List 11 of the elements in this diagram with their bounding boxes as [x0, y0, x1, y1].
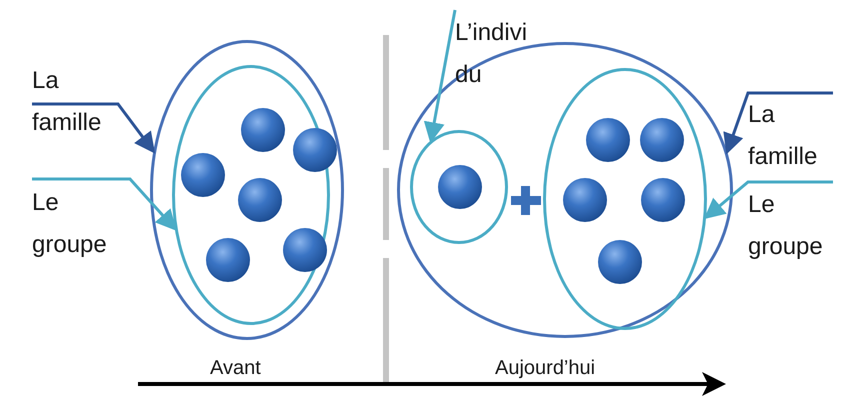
- callout-label: Le groupe: [32, 188, 108, 260]
- leader-arrow: [704, 180, 833, 220]
- callout-label: La famille: [748, 100, 818, 172]
- leader-arrow: [32, 102, 156, 154]
- leader-arrow: [424, 10, 456, 144]
- period-label: Avant: [210, 356, 261, 381]
- callout-label: La famille: [32, 66, 102, 138]
- period-label: Aujourd’hui: [495, 356, 596, 381]
- leader-arrow: [723, 92, 833, 155]
- leader-arrow: [32, 178, 177, 231]
- callout-label: Le groupe: [748, 190, 824, 262]
